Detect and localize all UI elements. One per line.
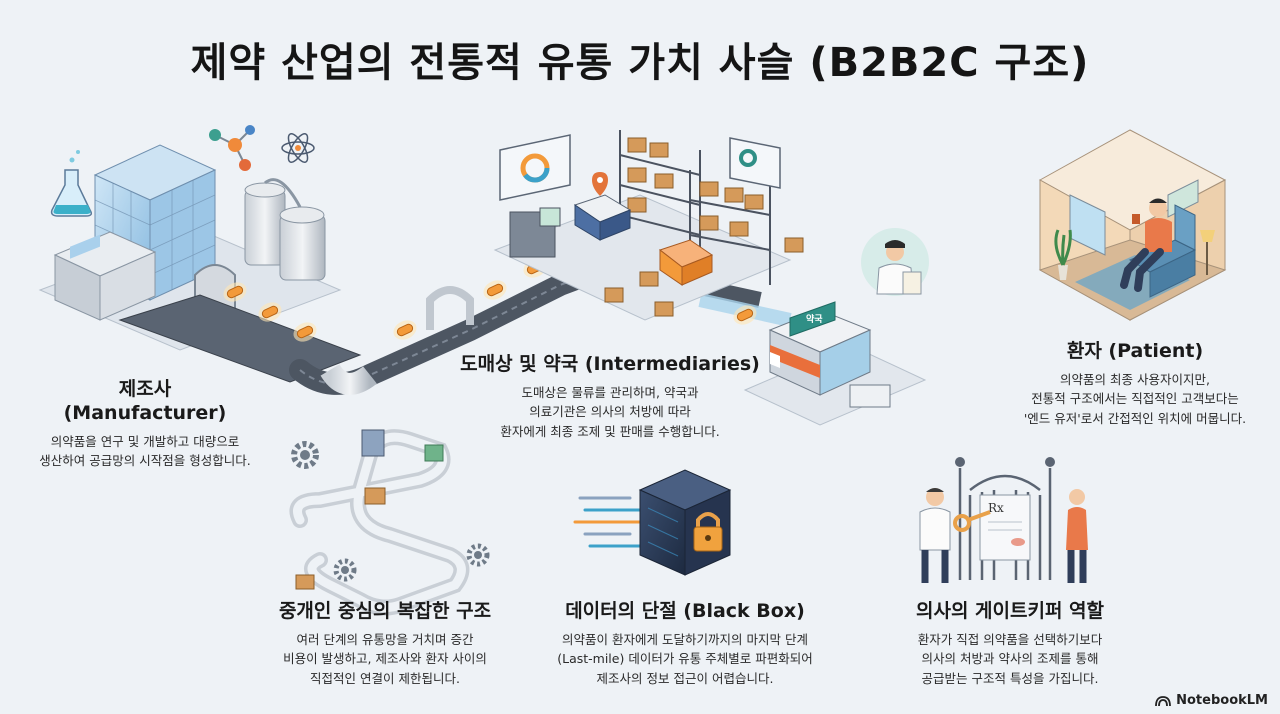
cardboard-box [724, 187, 744, 203]
prescription-symbol: Rx [988, 501, 1004, 515]
notebooklm-brand: NotebookLM [1155, 693, 1268, 708]
pill-capsule [483, 280, 507, 300]
cardboard-box [627, 137, 647, 153]
cardboard-box [627, 167, 647, 183]
patient-description: 의약품의 최종 사용자이지만, 전통적 구조에서는 직접적인 고객보다는 '엔드… [1023, 371, 1247, 426]
pharmacy-illustration: 약국 [743, 301, 927, 426]
analytics-screen [499, 134, 571, 201]
manufacturer-heading: 제조사 (Manufacturer) [63, 378, 227, 424]
truck-icon [573, 194, 632, 241]
pill-capsule [393, 320, 417, 340]
complex-routes-illustration [289, 429, 490, 616]
analytics-screen-2 [729, 137, 781, 189]
gatekeeper-illustration: Rx [919, 457, 1088, 583]
atom-icon [281, 133, 315, 163]
cardboard-box [654, 173, 674, 189]
patient-block: 환자 (Patient) 의약품의 최종 사용자이지만, 전통적 구조에서는 직… [1000, 340, 1270, 428]
brand-label: NotebookLM [1176, 693, 1268, 708]
cardboard-box [649, 142, 669, 158]
manufacturer-block: 제조사 (Manufacturer) 의약품을 연구 및 개발하고 대량으로 생… [20, 378, 270, 470]
pill-capsule [733, 305, 757, 325]
pharmacist-figure [861, 228, 929, 296]
gatekeeper-description: 환자가 직접 의약품을 선택하기보다 의사의 처방과 약사의 조제를 통해 공급… [917, 631, 1103, 686]
cardboard-box [699, 215, 719, 231]
black-box-illustration [573, 469, 732, 576]
gear-icon-3 [466, 543, 490, 567]
black-box-block: 데이터의 단절 (Black Box) 의약품이 환자에게 도달하기까지의 마지… [535, 600, 835, 688]
intermediaries-heading: 도매상 및 약국 (Intermediaries) [460, 353, 760, 375]
complex-structure-block: 중개인 중심의 복잡한 구조 여러 단계의 유통망을 거치며 증간 비용이 발생… [255, 600, 515, 688]
warehouse-illustration [493, 130, 804, 321]
intermediaries-description: 도매상은 물류를 관리하며, 약국과 의료기관은 의사의 처방에 따라 환자에게… [500, 384, 720, 439]
cardboard-box [604, 287, 624, 303]
patient-room-illustration [1038, 129, 1227, 321]
flask-icon [50, 150, 93, 217]
black-box-description: 의약품이 환자에게 도달하기까지의 마지막 단계 (Last-mile) 데이터… [557, 631, 813, 686]
patient-heading: 환자 (Patient) [1066, 340, 1204, 362]
notebooklm-logo-icon [1155, 695, 1172, 706]
complex-structure-heading: 중개인 중심의 복잡한 구조 [278, 600, 492, 622]
manufacturer-description: 의약품을 연구 및 개발하고 대량으로 생산하여 공급망의 시작점을 형성합니다… [39, 433, 251, 468]
complex-structure-description: 여러 단계의 유통망을 거치며 증간 비용이 발생하고, 제조사와 환자 사이의… [283, 631, 487, 686]
black-box-heading: 데이터의 단절 (Black Box) [565, 600, 805, 622]
gear-icon [291, 441, 319, 469]
molecule-icon [209, 125, 255, 171]
key-icon [953, 510, 991, 532]
cardboard-box [699, 181, 719, 197]
location-pin-icon [592, 172, 608, 196]
lock-icon [693, 512, 723, 552]
cardboard-box [639, 271, 659, 287]
cardboard-box [654, 301, 674, 317]
pharmacy-sign: 약국 [806, 313, 823, 325]
factory-illustration [38, 125, 342, 351]
pill-capsule [293, 322, 317, 342]
pill-capsule [258, 302, 282, 322]
page-title: 제약 산업의 전통적 유통 가치 사슬 (B2B2C 구조) [190, 40, 1090, 86]
cardboard-box [784, 237, 804, 253]
gear-icon-2 [333, 558, 357, 582]
cardboard-box [729, 221, 749, 237]
cardboard-box [627, 197, 647, 213]
truck-icon-2 [658, 239, 714, 286]
gatekeeper-heading: 의사의 게이트키퍼 역할 [915, 600, 1105, 622]
intermediaries-block: 도매상 및 약국 (Intermediaries) 도매상은 물류를 관리하며,… [460, 353, 760, 441]
gatekeeper-block: 의사의 게이트키퍼 역할 환자가 직접 의약품을 선택하기보다 의사의 처방과 … [880, 600, 1140, 688]
cardboard-box [744, 194, 764, 210]
pill-capsule [223, 282, 247, 302]
